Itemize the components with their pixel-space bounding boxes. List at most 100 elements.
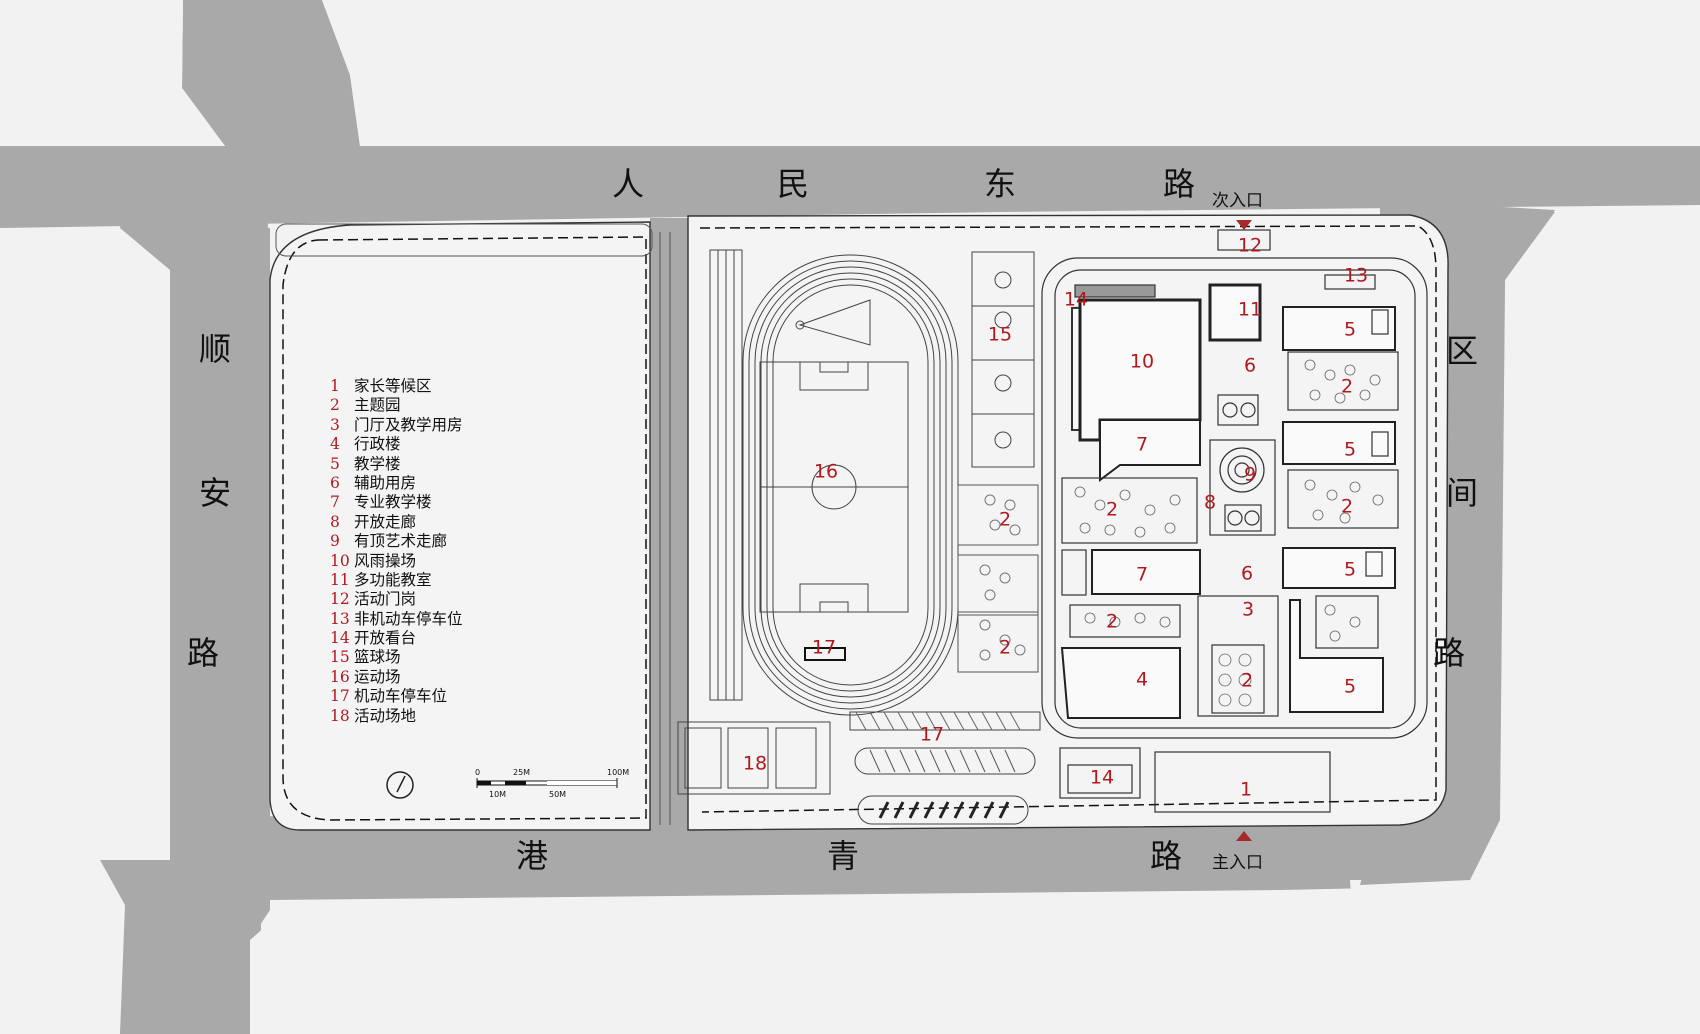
legend-item: 2 主题园 (330, 393, 463, 415)
site-number-label: 17 (919, 723, 945, 746)
site-number-label: 5 (1343, 675, 1357, 698)
site-number-label: 14 (1063, 288, 1089, 311)
road-name-east-3: 路 (1433, 634, 1466, 672)
site-number-label: 2 (998, 508, 1012, 531)
legend-item: 1 家长等候区 (330, 374, 463, 395)
site-number-label: 16 (813, 460, 839, 483)
legend-label: 非机动车停车位 (354, 609, 463, 628)
legend-number: 3 (330, 415, 340, 434)
site-number-label: 4 (1135, 668, 1149, 691)
legend-number: 8 (330, 512, 340, 531)
site-number-label: 5 (1343, 438, 1357, 461)
legend-label: 专业教学楼 (354, 493, 432, 512)
road-name-north-3: 东 (984, 165, 1017, 203)
site-number-label: 8 (1203, 491, 1217, 514)
site-number-label: 5 (1343, 558, 1357, 581)
site-number-label: 11 (1237, 298, 1263, 321)
site-number-label: 2 (1105, 498, 1119, 521)
site-number-label: 10 (1129, 350, 1155, 373)
legend-number: 10 (330, 551, 350, 570)
scale-bar (476, 778, 618, 788)
road-name-east-2: 间 (1446, 474, 1479, 512)
legend-label: 机动车停车位 (354, 687, 448, 706)
site-number-label: 1 (1239, 778, 1253, 801)
site-number-label: 7 (1135, 563, 1149, 586)
site-number-label: 7 (1135, 433, 1149, 456)
site-number-label: 2 (1105, 610, 1119, 633)
road-name-south-2: 青 (827, 837, 860, 875)
main-entrance-label: 主入口 (1212, 853, 1263, 873)
legend-label: 辅助用房 (354, 473, 417, 492)
scale-label-25m: 25M (513, 768, 531, 777)
tree-symbols (1074, 359, 1384, 707)
road-name-north-2: 民 (777, 165, 810, 203)
site-boundary (269, 214, 1449, 831)
legend-label: 风雨操场 (354, 551, 417, 570)
site-number-label: 18 (742, 752, 768, 775)
legend-label: 开放看台 (354, 629, 417, 648)
site-number-label: 14 (1089, 766, 1115, 789)
site-number-label: 2 (998, 636, 1012, 659)
site-number-label: 12 (1237, 234, 1263, 257)
legend-number: 14 (330, 629, 350, 648)
legend-label: 多功能教室 (354, 570, 432, 589)
site-number-label: 6 (1240, 562, 1254, 585)
legend-number: 9 (330, 532, 340, 551)
legend-item: 3 门厅及教学用房 (330, 413, 463, 434)
road-name-south-3: 路 (1150, 837, 1183, 875)
compass (386, 771, 414, 799)
legend-number: 1 (330, 377, 340, 395)
legend-number: 7 (330, 493, 340, 512)
legend-number: 5 (330, 454, 340, 473)
legend-number: 12 (330, 590, 350, 609)
legend-label: 门厅及教学用房 (354, 415, 463, 434)
legend-label: 家长等候区 (354, 377, 432, 395)
legend-label: 运动场 (354, 667, 401, 686)
road-name-west-2: 安 (199, 474, 232, 512)
site-number-label: 5 (1343, 318, 1357, 341)
site-number-label: 9 (1243, 463, 1257, 486)
road-name-east-1: 区 (1446, 332, 1479, 370)
main-entrance-marker (1236, 831, 1252, 841)
basketball-courts (971, 251, 1035, 468)
road-name-south-1: 港 (516, 837, 549, 875)
building-complex (1041, 229, 1428, 813)
sports-field (709, 249, 959, 716)
dashed-boundary (282, 225, 1437, 821)
secondary-entrance-marker (1236, 220, 1252, 230)
road-name-west-3: 路 (187, 634, 220, 672)
site-number-label: 2 (1240, 669, 1254, 692)
legend-label: 主题园 (354, 396, 401, 415)
legend-number: 6 (330, 473, 340, 492)
legend-number: 18 (330, 706, 350, 725)
site-number-label: 13 (1343, 264, 1369, 287)
legend-label: 篮球场 (354, 648, 401, 667)
legend-number: 2 (330, 396, 340, 415)
scale-label-0: 0 (475, 768, 481, 777)
parking-areas (677, 711, 1041, 825)
road-name-west-1: 顺 (199, 330, 232, 368)
site-number-label: 2 (1340, 375, 1354, 398)
legend-label: 活动门岗 (354, 590, 417, 609)
site-number-label: 15 (987, 323, 1013, 346)
road-name-north-4: 路 (1163, 165, 1196, 203)
site-number-label: 3 (1241, 598, 1255, 621)
garden-plots (957, 484, 1039, 673)
scale-label-50m: 50M (549, 790, 567, 799)
legend-item: 6 辅助用房 (330, 471, 463, 492)
site-number-label: 2 (1340, 495, 1354, 518)
